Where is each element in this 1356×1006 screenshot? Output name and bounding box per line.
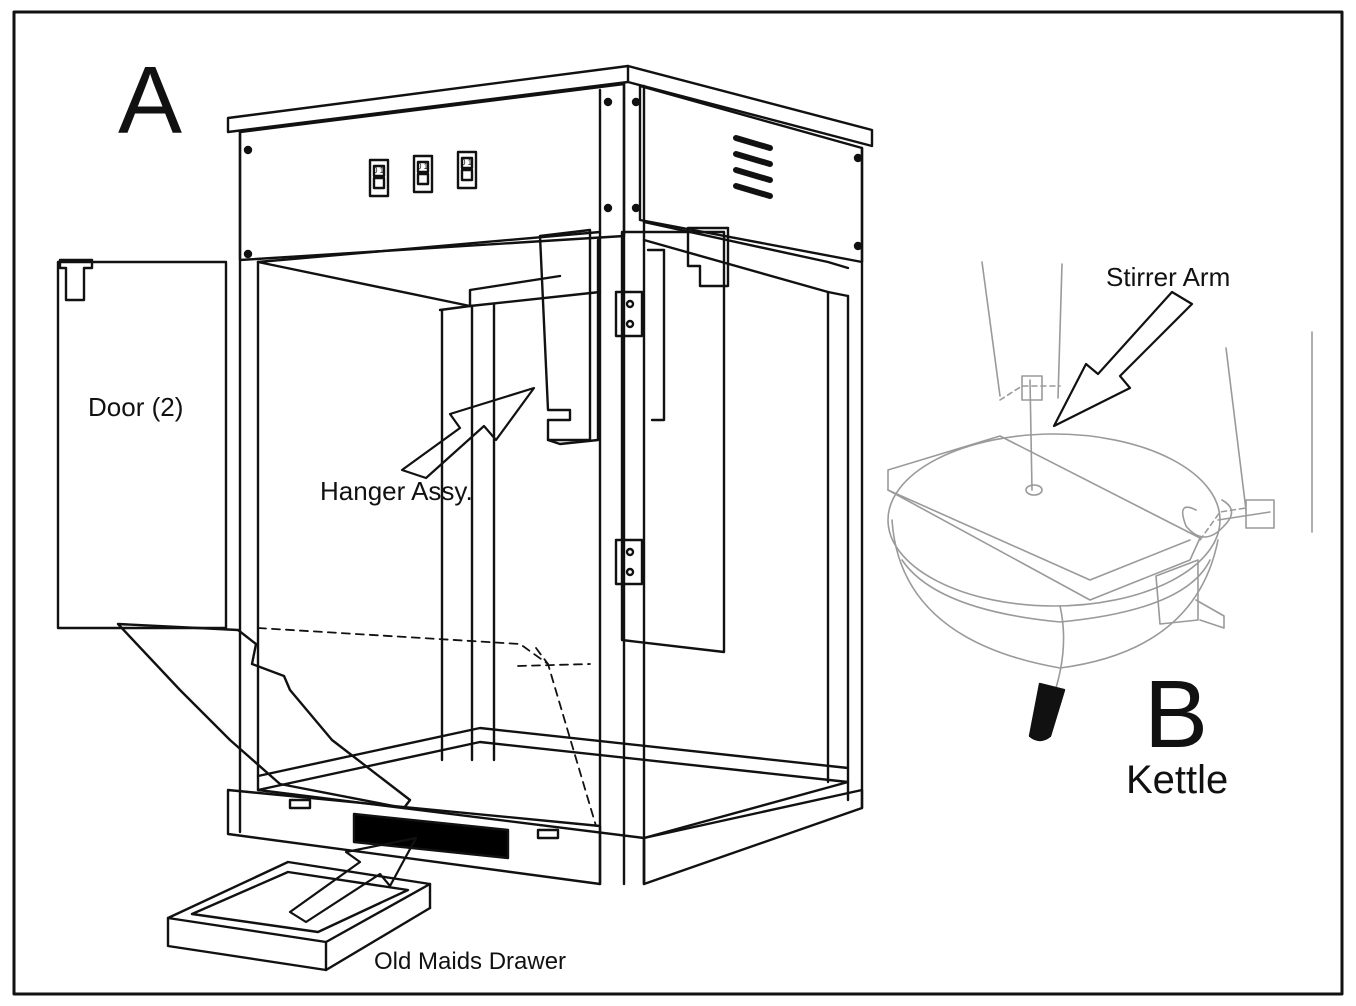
lower-door-panel: [116, 622, 412, 810]
switch-panel: [368, 150, 478, 198]
old-maids-drawer: [166, 860, 432, 972]
drawer-arrow: [288, 836, 418, 924]
hanger-arrow: [400, 386, 536, 480]
switch-2-label: 0 1: [417, 162, 429, 171]
switch-1-label: 0 1: [373, 166, 385, 175]
drawer-slot: [352, 812, 510, 860]
panel-b-letter: B: [1144, 661, 1209, 768]
door-label: Door (2): [88, 392, 184, 422]
stirrer-label: Stirrer Arm: [1106, 262, 1231, 292]
hanger-assembly: [538, 228, 600, 446]
left-door: [56, 258, 228, 630]
panel-a-letter: A: [118, 47, 183, 154]
popcorn-cabinet: [56, 64, 874, 886]
right-door: [614, 226, 730, 654]
drawer-label: Old Maids Drawer: [374, 948, 567, 975]
switch-3-label: 0 1: [461, 158, 473, 167]
hanger-label: Hanger Assy.: [320, 476, 473, 506]
kettle-label: Kettle: [1126, 758, 1229, 802]
kettle-drawing: [887, 261, 1313, 701]
frame-border: [12, 10, 1344, 996]
stirrer-arrow: [1052, 290, 1194, 428]
kettle-handle-grip: [1028, 682, 1066, 742]
